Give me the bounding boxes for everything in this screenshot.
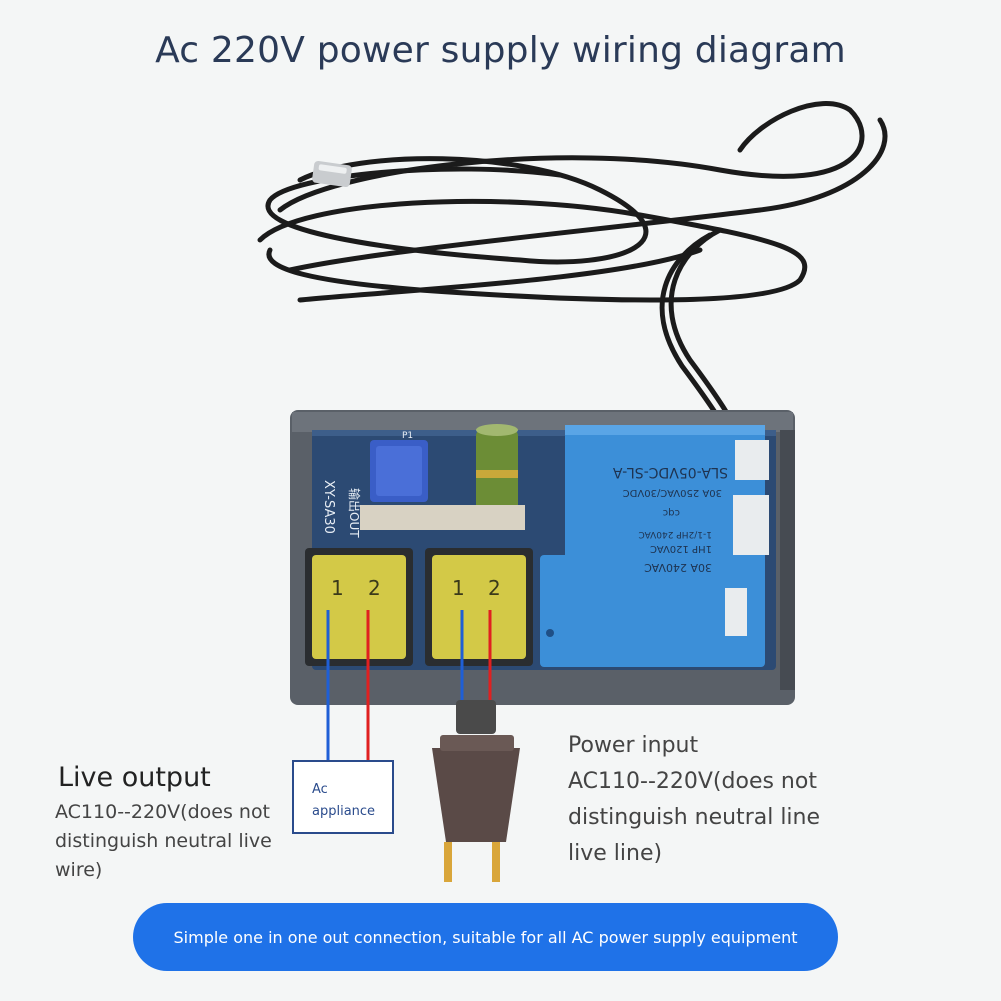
capacitor (476, 424, 518, 513)
probe-tip (312, 160, 352, 188)
power-input-description: AC110--220V(does not distinguish neutral… (568, 769, 821, 866)
board-output-label: 输出OUT (347, 488, 362, 538)
relay-label: 30A 250VAC/30VDC (623, 487, 722, 498)
relay-label: 1-1/2HP 240VAC (638, 529, 712, 539)
output-wires (326, 610, 370, 760)
page-title: Ac 220V power supply wiring diagram (155, 30, 846, 71)
trimmer-potentiometer (370, 440, 428, 502)
terminal-number: 1 (331, 576, 344, 600)
appliance-box (292, 760, 394, 834)
power-plug-icon (432, 700, 520, 882)
appliance-label: Ac appliance (312, 782, 376, 819)
pin-connector (725, 588, 747, 636)
info-banner: Simple one in one out connection, suitab… (133, 903, 838, 971)
side-connector (733, 495, 769, 555)
terminal-number: 1 (452, 576, 465, 600)
power-input-heading: Power input (568, 733, 699, 758)
relay-label: 30A 240VAC (644, 561, 712, 574)
relay-label: SLA-05VDC-SL-A (612, 464, 728, 480)
small-daughter-board (360, 505, 525, 530)
terminal-number: 2 (368, 576, 381, 600)
live-output-heading: Live output (58, 762, 211, 793)
relay-label: cqc (663, 507, 680, 518)
live-output-description: AC110--220V(does not distinguish neutral… (55, 801, 272, 881)
banner-text: Simple one in one out connection, suitab… (173, 927, 798, 947)
probe-connector (735, 440, 769, 480)
pcb-p1-label: P1 (402, 431, 413, 441)
relay-component (540, 425, 765, 667)
board-model-label: XY-SA30 (321, 480, 336, 534)
terminal-block-input (425, 548, 533, 666)
terminal-number: 2 (488, 576, 501, 600)
terminal-block-output (305, 548, 413, 666)
relay-label: 1HP 120VAC (650, 543, 712, 554)
